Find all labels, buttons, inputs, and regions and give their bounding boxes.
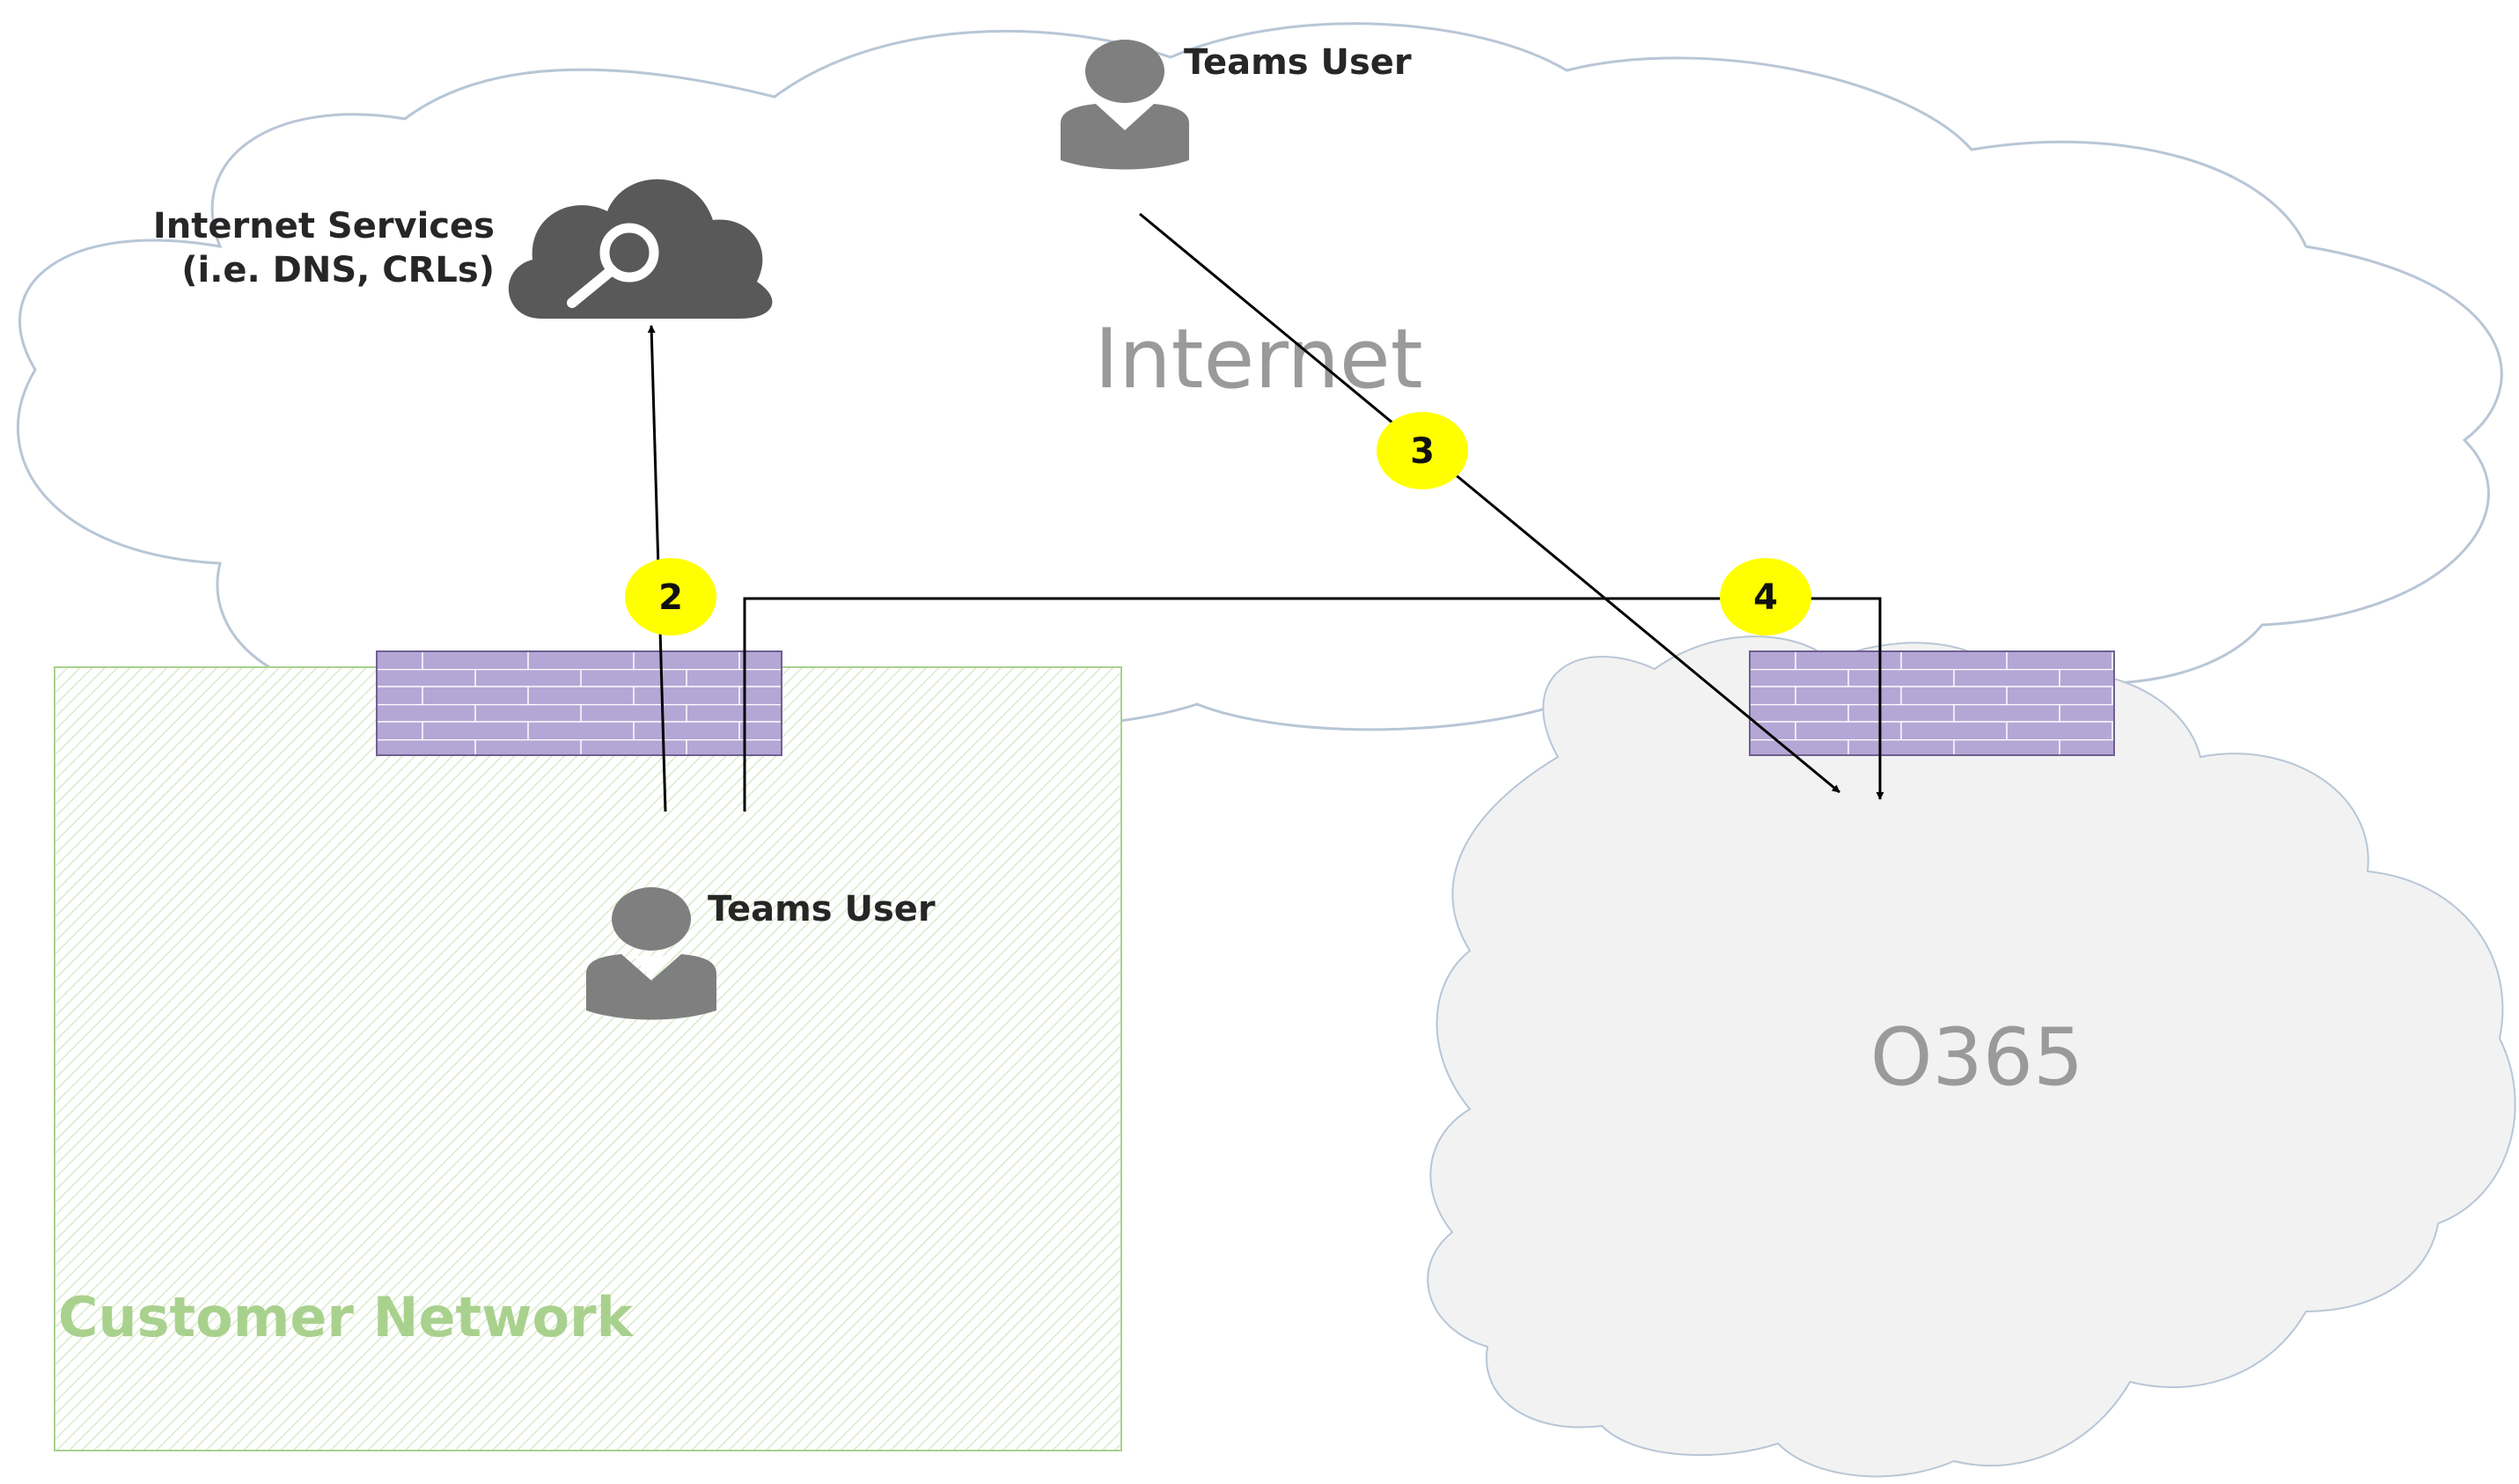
flow-line-3 — [1139, 212, 1840, 794]
step-badge-2-label: 2 — [658, 577, 683, 618]
cloud-search-icon — [508, 179, 773, 319]
firewall-icon — [1749, 650, 2115, 756]
o365-label: O365 — [1870, 1011, 2084, 1104]
step-badge-3-label: 3 — [1410, 431, 1435, 472]
teams-user-internet-label: Teams User — [1184, 42, 1412, 83]
internet-services-sublabel: (i.e. DNS, CRLs) — [181, 250, 495, 290]
step-badge-2: 2 — [625, 558, 716, 635]
internet-label: Internet — [1094, 312, 1422, 408]
user-icon — [586, 887, 716, 1020]
step-badge-4: 4 — [1720, 558, 1811, 635]
customer-network-zone — [54, 666, 1122, 1451]
customer-network-label: Customer Network — [58, 1285, 635, 1349]
step-badge-3: 3 — [1377, 412, 1468, 489]
user-icon — [1061, 40, 1189, 170]
step-badge-4-label: 4 — [1753, 577, 1778, 618]
firewall-icon — [376, 650, 782, 756]
internet-services-label: Internet Services — [153, 206, 495, 246]
teams-user-customer-label: Teams User — [708, 889, 936, 929]
flow-line-4 — [743, 597, 1884, 812]
